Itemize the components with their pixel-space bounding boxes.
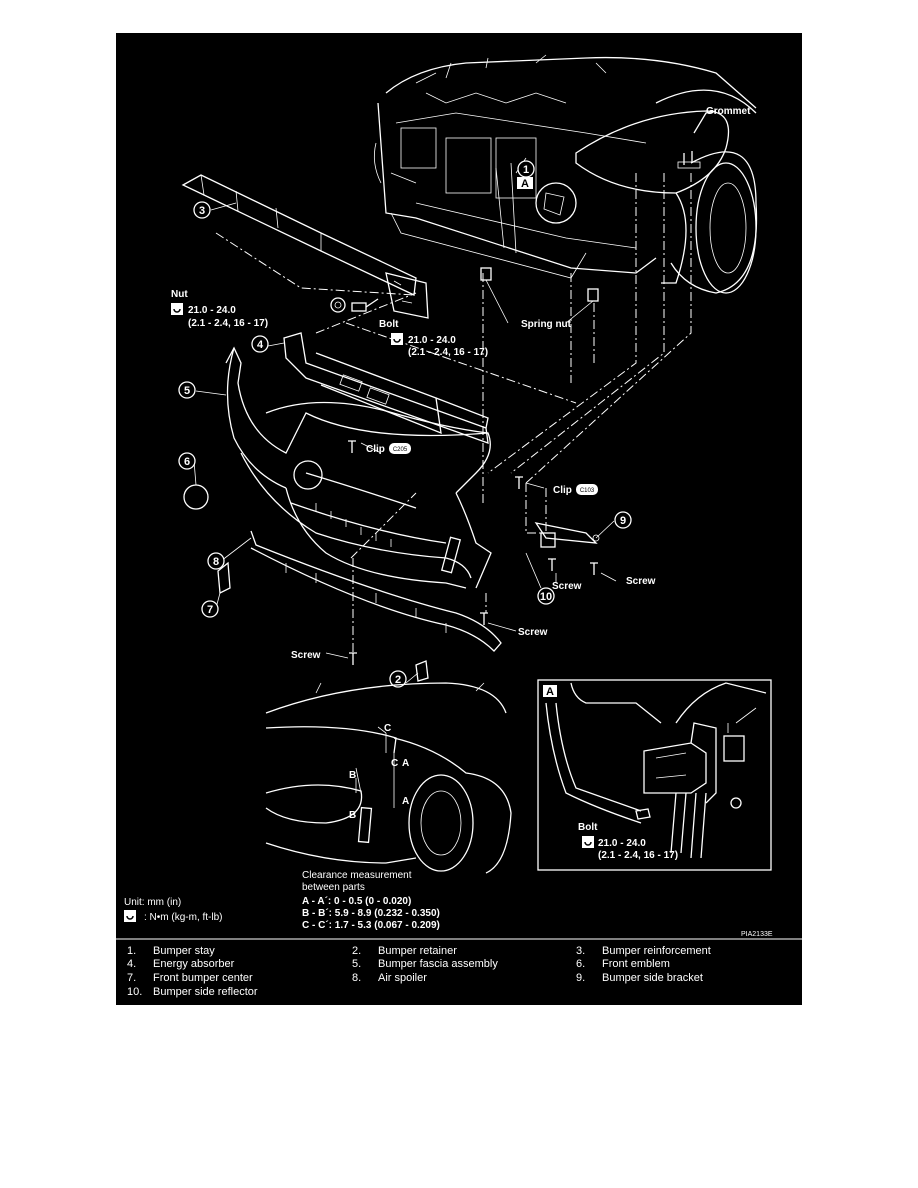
spring-nut-right bbox=[587, 288, 599, 302]
svg-text:A: A bbox=[402, 796, 409, 807]
callout-6: 6 bbox=[178, 452, 196, 470]
svg-text:A: A bbox=[546, 686, 554, 698]
exploded-diagram: 1 2 3 4 5 6 7 8 9 10 A Grommet Nut 21.0 … bbox=[116, 33, 802, 1005]
legend-item: 10.Bumper side reflector bbox=[127, 986, 258, 998]
svg-text:A: A bbox=[402, 758, 409, 769]
legend-item: 6.Front emblem bbox=[576, 958, 670, 970]
clearance-text: Clearance measurement between parts A - … bbox=[302, 870, 440, 931]
svg-text:C - C´: 1.7 - 5.3 (0.067 - 0.2: C - C´: 1.7 - 5.3 (0.067 - 0.209) bbox=[302, 920, 440, 931]
svg-text:4: 4 bbox=[257, 339, 264, 351]
svg-text:2: 2 bbox=[395, 674, 401, 686]
front-emblem-on-fascia bbox=[293, 460, 323, 490]
legend-item: 8.Air spoiler bbox=[352, 972, 427, 984]
svg-text:6: 6 bbox=[184, 456, 190, 468]
svg-text:C: C bbox=[391, 758, 398, 769]
svg-text:21.0 - 24.0: 21.0 - 24.0 bbox=[188, 305, 236, 316]
svg-text:C: C bbox=[384, 723, 391, 734]
callout-2: 2 bbox=[389, 670, 407, 688]
legend-item: 2.Bumper retainer bbox=[352, 945, 457, 957]
view-a-marker bbox=[517, 177, 533, 189]
svg-text:B: B bbox=[349, 810, 356, 821]
svg-text:B: B bbox=[349, 770, 356, 781]
callout-3: 3 bbox=[193, 201, 211, 219]
svg-text:B - B´: 5.9 - 8.9 (0.232 - 0.3: B - B´: 5.9 - 8.9 (0.232 - 0.350) bbox=[302, 908, 440, 919]
engine-bay-sketch bbox=[373, 54, 758, 294]
svg-text:3: 3 bbox=[199, 205, 205, 217]
legend-item: 1.Bumper stay bbox=[127, 945, 215, 957]
svg-text:Unit: mm (in): Unit: mm (in) bbox=[124, 897, 181, 908]
callout-9: 9 bbox=[614, 511, 632, 529]
legend-item: 9.Bumper side bracket bbox=[576, 972, 703, 984]
front-emblem bbox=[183, 484, 209, 510]
label-screw-1: Screw bbox=[552, 581, 582, 592]
svg-text:8: 8 bbox=[213, 556, 219, 568]
assembly-guide-lines bbox=[215, 173, 692, 653]
svg-text:between parts: between parts bbox=[302, 882, 365, 893]
label-grommet: Grommet bbox=[706, 106, 751, 117]
label-nut: Nut bbox=[171, 289, 188, 300]
clip-code-badge-upper bbox=[389, 443, 411, 454]
svg-text:7: 7 bbox=[207, 604, 213, 616]
legend-item: 7.Front bumper center bbox=[127, 972, 253, 984]
label-screw-2: Screw bbox=[626, 576, 656, 587]
bumper-reinforcement bbox=[181, 174, 417, 296]
detail-a-bubble bbox=[535, 182, 577, 224]
screws-and-clips bbox=[348, 440, 598, 665]
label-screw-3: Screw bbox=[518, 627, 548, 638]
svg-text:(2.1 - 2.4, 16 - 17): (2.1 - 2.4, 16 - 17) bbox=[598, 850, 678, 861]
callout-5: 5 bbox=[178, 381, 196, 399]
svg-text:A: A bbox=[521, 178, 529, 190]
svg-text:Bolt: Bolt bbox=[578, 822, 598, 833]
bumper-stay bbox=[385, 272, 429, 319]
nut-and-bolt bbox=[330, 297, 379, 313]
svg-text:(2.1 - 2.4, 16 - 17): (2.1 - 2.4, 16 - 17) bbox=[408, 347, 488, 358]
svg-text:: N•m (kg-m, ft-lb): : N•m (kg-m, ft-lb) bbox=[144, 912, 223, 923]
leader-lines bbox=[193, 157, 617, 684]
svg-text:(2.1 - 2.4, 16 - 17): (2.1 - 2.4, 16 - 17) bbox=[188, 318, 268, 329]
svg-text:A - A´: 0 - 0.5 (0 - 0.020): A - A´: 0 - 0.5 (0 - 0.020) bbox=[302, 896, 411, 907]
callout-7: 7 bbox=[201, 600, 219, 618]
label-clip-upper: Clip bbox=[366, 444, 385, 455]
svg-text:1: 1 bbox=[523, 164, 529, 176]
svg-text:9: 9 bbox=[620, 515, 626, 527]
label-spring-nut: Spring nut bbox=[521, 319, 572, 330]
svg-text:21.0 - 24.0: 21.0 - 24.0 bbox=[598, 838, 646, 849]
callout-8: 8 bbox=[207, 552, 225, 570]
view-a-detail: A Bolt 21.0 - 24.0 (2.1 - 2.4, 16 - 17) bbox=[537, 679, 772, 871]
energy-absorber bbox=[283, 332, 489, 444]
svg-text:C205: C205 bbox=[393, 447, 408, 453]
clip-code-badge-right bbox=[576, 484, 598, 495]
callout-4: 4 bbox=[251, 335, 269, 353]
bumper-retainer bbox=[415, 660, 429, 682]
svg-text:Clearance measurement: Clearance measurement bbox=[302, 870, 412, 881]
bumper-side-bracket bbox=[534, 522, 600, 548]
svg-text:5: 5 bbox=[184, 385, 190, 397]
torque-bolt: 21.0 - 24.0 (2.1 - 2.4, 16 - 17) bbox=[391, 333, 488, 358]
svg-text:10: 10 bbox=[540, 591, 552, 603]
callout-10: 10 bbox=[537, 587, 555, 605]
clearance-sketch bbox=[265, 682, 512, 874]
label-bolt: Bolt bbox=[379, 319, 399, 330]
bumper-fascia bbox=[225, 346, 492, 589]
svg-text:C103: C103 bbox=[580, 488, 595, 494]
legend-item: 3.Bumper reinforcement bbox=[576, 945, 711, 957]
front-bumper-center bbox=[217, 561, 231, 595]
torque-nut: 21.0 - 24.0 (2.1 - 2.4, 16 - 17) bbox=[171, 303, 268, 329]
unit-text: Unit: mm (in) : N•m (kg-m, ft-lb) bbox=[124, 897, 223, 923]
svg-text:21.0 - 24.0: 21.0 - 24.0 bbox=[408, 335, 456, 346]
air-spoiler bbox=[250, 530, 502, 652]
label-screw-4: Screw bbox=[291, 650, 321, 661]
legend-item: 4.Energy absorber bbox=[127, 958, 235, 970]
clearance-markers: C C A A B B bbox=[349, 723, 409, 821]
callout-1: 1 bbox=[517, 160, 535, 178]
diagram-drawing: 1 2 3 4 5 6 7 8 9 10 A Grommet Nut 21.0 … bbox=[116, 54, 802, 940]
label-clip-right: Clip bbox=[553, 485, 572, 496]
legend-item: 5.Bumper fascia assembly bbox=[352, 958, 498, 970]
figure-code: PIA2133E bbox=[741, 931, 773, 938]
